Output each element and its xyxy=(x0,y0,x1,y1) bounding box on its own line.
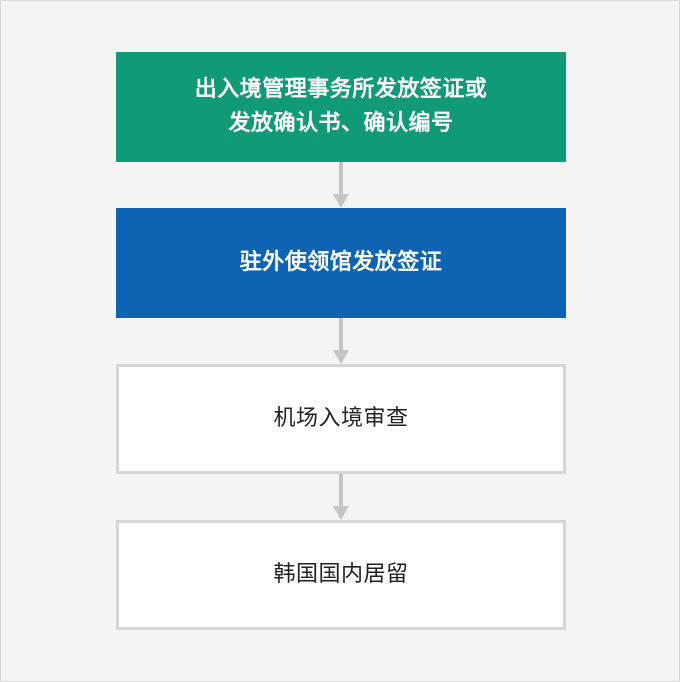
step-airport-inspection-label: 机场入境审查 xyxy=(273,406,409,431)
step-immigration-office-line2: 发放确认书、确认编号 xyxy=(228,111,454,136)
step-airport-inspection: 机场入境审查 xyxy=(116,364,566,474)
arrow-down-icon xyxy=(333,474,349,520)
arrow-down-icon xyxy=(333,318,349,364)
step-consulate-visa-label: 驻外使领馆发放签证 xyxy=(239,250,443,275)
step-immigration-office-line1: 出入境管理事务所发放签证或 xyxy=(194,77,488,102)
step-immigration-office: 出入境管理事务所发放签证或 发放确认书、确认编号 xyxy=(116,52,566,162)
arrow-down-icon xyxy=(333,162,349,208)
step-consulate-visa: 驻外使领馆发放签证 xyxy=(116,208,566,318)
step-korea-stay-label: 韩国国内居留 xyxy=(273,562,409,587)
step-korea-stay: 韩国国内居留 xyxy=(116,520,566,630)
